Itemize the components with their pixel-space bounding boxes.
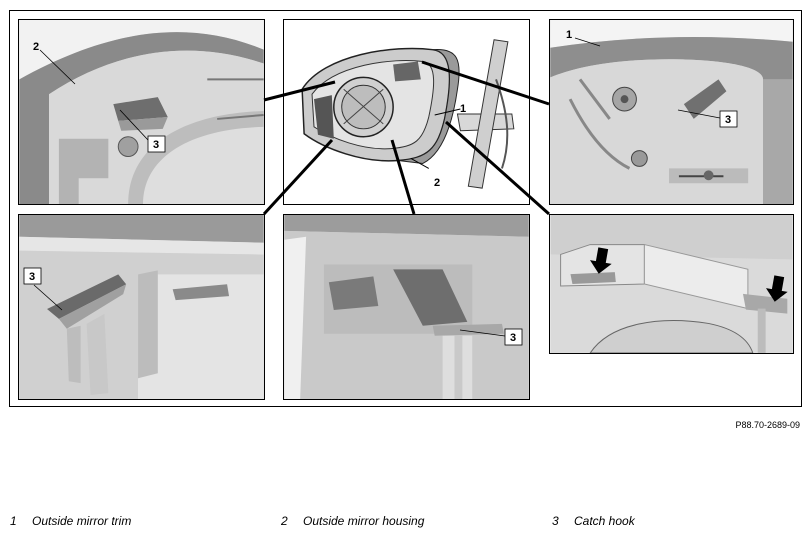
legend-number: 1 <box>10 514 17 528</box>
legend-text: Catch hook <box>574 514 635 528</box>
figure-code: P88.70-2689-09 <box>735 420 800 430</box>
legend-item: 2 Outside mirror housing <box>281 514 424 528</box>
detail-bottom-right <box>549 214 794 354</box>
legend-number: 3 <box>552 514 559 528</box>
legend-number: 2 <box>281 514 288 528</box>
detail-bottom-middle <box>283 214 530 400</box>
detail-top-right <box>549 19 794 205</box>
legend-text: Outside mirror housing <box>303 514 425 528</box>
detail-center-mirror <box>283 19 530 205</box>
detail-bottom-left <box>18 214 265 400</box>
legend-item: 1 Outside mirror trim <box>10 514 131 528</box>
legend-text: Outside mirror trim <box>32 514 132 528</box>
detail-top-left <box>18 19 265 205</box>
legend-item: 3 Catch hook <box>552 514 635 528</box>
